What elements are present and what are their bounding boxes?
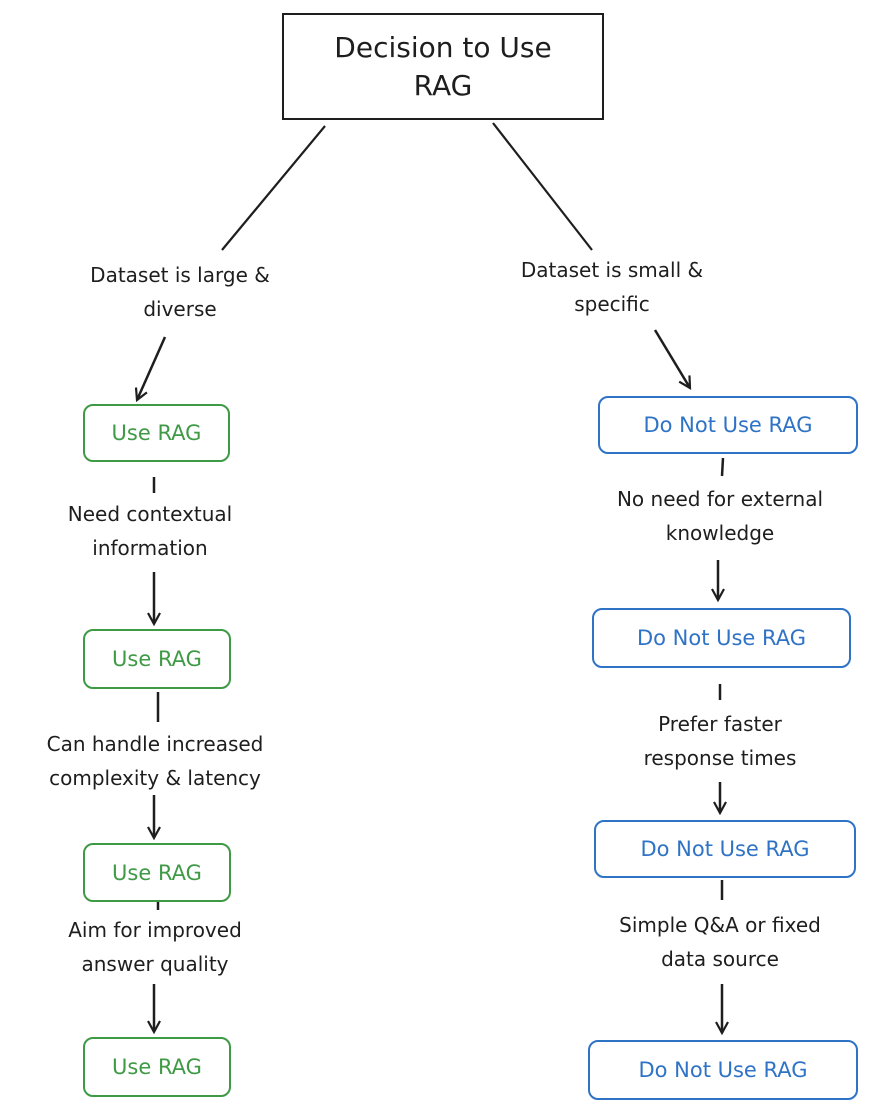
left-step-1: Need contextual information	[20, 497, 280, 565]
left-step-3-line-2: answer quality	[81, 952, 229, 976]
right-step-2: Prefer faster response times	[590, 707, 850, 775]
use-rag-node-1: Use RAG	[83, 404, 230, 462]
right-step-2-line-2: response times	[643, 746, 797, 770]
right-step-1: No need for external knowledge	[570, 482, 870, 550]
right-step-3-line-1: Simple Q&A or fixed	[619, 913, 821, 937]
root-title-line-2: RAG	[413, 68, 473, 102]
right-condition-line-1: Dataset is small &	[520, 258, 704, 282]
left-step-2: Can handle increased complexity & latenc…	[5, 727, 305, 795]
right-branch-condition: Dataset is small & specific	[462, 253, 762, 321]
do-not-use-rag-node-4: Do Not Use RAG	[588, 1040, 858, 1100]
left-step-1-line-1: Need contextual	[67, 502, 233, 526]
edge-root-to-right-condition	[492, 122, 593, 251]
root-title-line-1: Decision to Use	[334, 30, 552, 64]
do-not-use-rag-node-2: Do Not Use RAG	[592, 608, 851, 668]
right-step-3: Simple Q&A or fixed data source	[575, 908, 865, 976]
right-step-1-line-1: No need for external	[616, 487, 824, 511]
left-branch-condition: Dataset is large & diverse	[30, 258, 330, 326]
left-condition-line-2: diverse	[143, 297, 217, 321]
edge-root-to-left-condition	[221, 125, 326, 251]
right-step-2-line-1: Prefer faster	[658, 712, 782, 736]
right-step-1-line-2: knowledge	[665, 521, 775, 545]
edge-right-node-1-to-step-1	[720, 457, 725, 477]
right-step-3-line-2: data source	[661, 947, 779, 971]
do-not-use-rag-node-3: Do Not Use RAG	[594, 820, 856, 878]
left-step-2-line-2: complexity & latency	[49, 766, 261, 790]
right-condition-line-2: specific	[574, 292, 650, 316]
use-rag-node-2: Use RAG	[83, 629, 231, 689]
left-condition-line-1: Dataset is large &	[90, 263, 270, 287]
use-rag-node-4: Use RAG	[83, 1037, 231, 1097]
do-not-use-rag-node-1: Do Not Use RAG	[598, 396, 858, 454]
left-step-2-line-1: Can handle increased	[46, 732, 264, 756]
left-step-3-line-1: Aim for improved	[68, 918, 242, 942]
arrow-right-condition-to-node-1	[653, 329, 690, 388]
use-rag-node-3: Use RAG	[83, 843, 231, 902]
arrow-left-condition-to-node-1	[137, 336, 167, 400]
left-step-1-line-2: information	[92, 536, 208, 560]
root-decision-box: Decision to Use RAG	[282, 13, 604, 120]
left-step-3: Aim for improved answer quality	[20, 913, 290, 981]
